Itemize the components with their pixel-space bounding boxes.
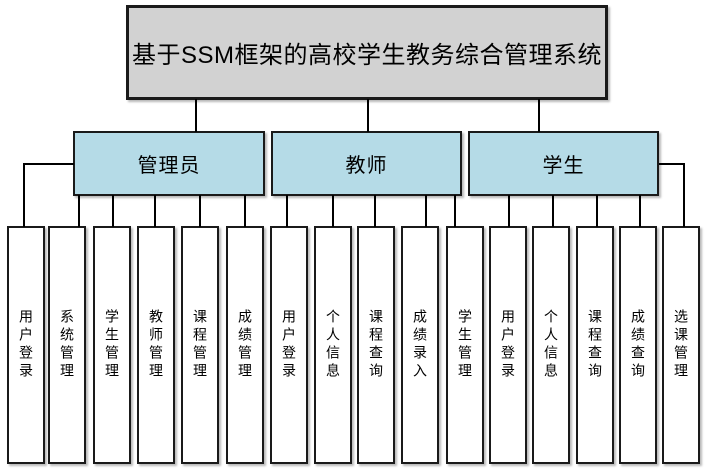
leaf-box-label: 用户登录 <box>281 309 297 381</box>
leaf-box: 成绩查询 <box>619 226 657 464</box>
connector-line <box>639 195 641 227</box>
leaf-box: 个人信息 <box>532 226 570 464</box>
leaf-box-label: 成绩录入 <box>412 309 428 381</box>
connector-line <box>199 195 201 227</box>
connector-line <box>552 195 554 227</box>
leaf-box: 课程管理 <box>181 226 219 464</box>
leaf-box-label: 成绩查询 <box>630 309 646 381</box>
connector-line <box>195 99 197 132</box>
leaf-box-label: 学生管理 <box>457 309 473 381</box>
leaf-box: 成绩管理 <box>226 226 264 464</box>
connector-line <box>425 195 427 227</box>
connector-line <box>659 163 685 165</box>
leaf-box-label: 课程管理 <box>192 309 208 381</box>
leaf-box: 教师管理 <box>137 226 175 464</box>
branch-box-teacher: 教师 <box>271 131 462 196</box>
leaf-box: 用户登录 <box>7 226 45 464</box>
connector-line <box>23 163 25 227</box>
leaf-box: 学生管理 <box>93 226 131 464</box>
leaf-box-label: 个人信息 <box>325 309 341 381</box>
connector-line <box>78 195 80 227</box>
connector-line <box>286 195 288 227</box>
root-box-label: 基于SSM框架的高校学生教务综合管理系统 <box>131 42 602 69</box>
branch-box-label: 学生 <box>542 155 585 177</box>
leaf-box: 课程查询 <box>576 226 614 464</box>
connector-line <box>683 163 685 227</box>
connector-line <box>244 195 246 227</box>
leaf-box-label: 个人信息 <box>543 309 559 381</box>
leaf-box: 成绩录入 <box>401 226 439 464</box>
leaf-box-label: 用户登录 <box>18 309 34 381</box>
leaf-box: 课程查询 <box>357 226 395 464</box>
connector-line <box>538 99 540 132</box>
root-box: 基于SSM框架的高校学生教务综合管理系统 <box>126 5 608 100</box>
connector-line <box>112 195 114 227</box>
connector-line <box>154 195 156 227</box>
leaf-box: 系统管理 <box>48 226 86 464</box>
connector-line <box>332 195 334 227</box>
leaf-box-label: 系统管理 <box>59 309 75 381</box>
connector-line <box>24 163 74 165</box>
connector-line <box>596 195 598 227</box>
connector-line <box>508 195 510 227</box>
connector-line <box>374 195 376 227</box>
leaf-box-label: 用户登录 <box>500 309 516 381</box>
leaf-box: 用户登录 <box>270 226 308 464</box>
leaf-box: 学生管理 <box>446 226 484 464</box>
leaf-box-label: 成绩管理 <box>237 309 253 381</box>
connector-line <box>367 99 369 132</box>
leaf-box-label: 课程查询 <box>368 309 384 381</box>
leaf-box: 用户登录 <box>489 226 527 464</box>
branch-box-label: 教师 <box>345 155 388 177</box>
leaf-box-label: 选课管理 <box>673 309 689 381</box>
connector-line <box>454 195 456 227</box>
leaf-box: 个人信息 <box>314 226 352 464</box>
leaf-box-label: 学生管理 <box>104 309 120 381</box>
leaf-box-label: 课程查询 <box>587 309 603 381</box>
leaf-box: 选课管理 <box>662 226 700 464</box>
branch-box-student: 学生 <box>468 131 659 196</box>
branch-box-admin: 管理员 <box>73 131 265 196</box>
branch-box-label: 管理员 <box>137 155 201 177</box>
leaf-box-label: 教师管理 <box>148 309 164 381</box>
